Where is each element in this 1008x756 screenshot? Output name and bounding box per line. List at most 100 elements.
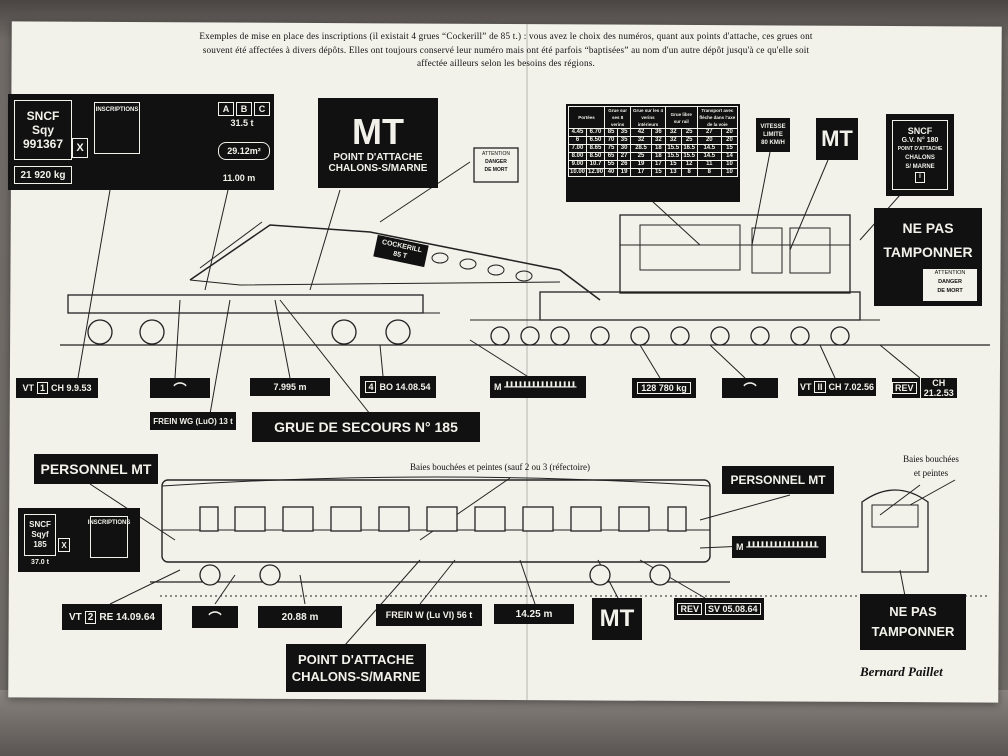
load-table-cell: 27 — [617, 152, 632, 161]
coach-dim2-label: 14.25 m — [494, 604, 574, 624]
load-table-cell: 19 — [617, 168, 632, 177]
baies-right-l1: Baies bouchées — [903, 454, 959, 464]
load-table-cell: 7.00 — [567, 144, 588, 153]
attention-small-l2: DANGER — [485, 159, 507, 165]
header-line-3: affectée ailleurs selon les besoins des … — [416, 58, 596, 68]
attention-right-l1: ATTENTION — [934, 270, 966, 276]
crane-dim: 7.995 m — [273, 382, 307, 392]
attention-right-l2: DANGER — [938, 279, 962, 285]
load-table-cell: 20 — [720, 128, 739, 137]
load-table-cell: 6 — [567, 136, 588, 145]
coupling-icon-crane-right: ⌒ — [722, 378, 778, 398]
load-table-cell: 8 — [680, 168, 698, 177]
load-table-cell: 15 — [664, 160, 682, 169]
coach-sncf: SNCF — [29, 520, 51, 529]
ne-pas-top-l1: NE PAS — [902, 220, 954, 236]
wagon-weight: 21 920 kg — [14, 166, 72, 184]
wagon-type: Sqy — [31, 123, 54, 137]
load-table-cell: 12 — [680, 160, 698, 169]
load-table-cell: 10 — [720, 168, 739, 177]
load-table-cell: 35 — [617, 128, 632, 137]
baies-center-caption: Baies bouchées et peintes (sauf 2 ou 3 (… — [410, 462, 590, 472]
attention-sign-right: ATTENTION DANGER DE MORT — [922, 268, 978, 302]
load-table-cell: 8.00 — [567, 152, 588, 161]
point-attache-bottom: POINT D'ATTACHE CHALONS-S/MARNE — [286, 644, 426, 692]
load-table-cell: 19 — [630, 160, 652, 169]
coach-vt-box: 2 — [84, 610, 97, 624]
ne-pas-bottom-l1: NE PAS — [889, 604, 937, 619]
vitesse-limite-sign: VITESSE LIMITE 80 KM/H — [756, 118, 790, 152]
coach-mt-label: MT — [592, 598, 642, 640]
load-table-cell: 35 — [617, 136, 632, 145]
load-table-cell: 17 — [651, 160, 666, 169]
sncf-gv-attache: POINT D'ATTACHE — [897, 146, 943, 152]
crane-m-label: M — [494, 382, 502, 392]
load-table-cell: 4.45 — [567, 128, 588, 137]
coach-dim2: 14.25 m — [515, 608, 553, 620]
coach-weight: 37.0 t — [24, 556, 56, 568]
load-table-cell: 14 — [720, 152, 739, 161]
load-table-cell: 6.50 — [586, 136, 606, 145]
crane-m-scale: M ┸┸┸┸┸┸┸┸┸┸┸┸┸┸┸┸ — [490, 376, 586, 398]
load-table-cell: 15.5 — [664, 144, 682, 153]
sncf-label: SNCF — [26, 109, 60, 123]
load-table-cell: 18 — [651, 144, 666, 153]
coach-vt-text: RE 14.09.64 — [99, 611, 155, 623]
load-table-cell: 65 — [604, 152, 619, 161]
attention-right-l3: DE MORT — [937, 288, 963, 294]
load-table-cell: 15.5 — [680, 152, 698, 161]
vitesse-l3: 80 KM/H — [761, 140, 785, 146]
load-table-cell: 75 — [604, 144, 619, 153]
load-table-header: Transport avec flèche dans l'axe de la v… — [696, 106, 739, 129]
signature: Bernard Paillet — [860, 664, 943, 679]
coach-m-scale: M ┸┸┸┸┸┸┸┸┸┸┸┸┸┸┸┸ — [732, 536, 826, 558]
header-text: Exemples de mise en place des inscriptio… — [56, 30, 956, 71]
coach-type: Sqyf — [31, 530, 49, 539]
ne-pas-bottom-l2: TAMPONNER — [871, 624, 955, 639]
point-bottom-l1: POINT D'ATTACHE — [298, 652, 414, 667]
load-table-cell: 20 — [696, 136, 722, 145]
crane-b0-box: 4 — [365, 381, 377, 393]
attention-small-l3: DE MORT — [484, 167, 508, 173]
coach-vt-label: VT 2 RE 14.09.64 — [62, 604, 162, 630]
coupling-icon-crane-left: ⌒ — [150, 378, 210, 398]
load-table-cell: 30 — [617, 144, 632, 153]
load-table-cell: 18 — [651, 152, 666, 161]
sncf-plate: SNCF Sqy 991367 — [14, 100, 72, 160]
sncf-gv-city2: S/ MARNE — [905, 164, 935, 170]
sncf-gv-digit: I — [915, 172, 925, 183]
load-table-cell: 8.65 — [586, 144, 606, 153]
crane-vt2-text: CH 7.02.56 — [828, 382, 875, 392]
load-table-cell: 85 — [604, 128, 619, 137]
crane-b0-label: 4 BO 14.08.54 — [360, 376, 436, 398]
coach-number: 185 — [33, 540, 47, 549]
ne-pas-top-l2: TAMPONNER — [883, 244, 973, 260]
coach-m-ticks: ┸┸┸┸┸┸┸┸┸┸┸┸┸┸┸┸ — [746, 541, 819, 552]
load-table-cell: 14.5 — [696, 144, 722, 153]
load-table-cell: 28.5 — [630, 144, 652, 153]
load-table-cell: 32 — [664, 128, 682, 137]
coach-m-label: M — [736, 542, 744, 552]
load-table-cell: 42 — [630, 128, 652, 137]
load-table-cell: 26 — [617, 160, 632, 169]
load-table-cell: 13 — [664, 168, 682, 177]
coach-inscriptions-box: INSCRIPTIONS — [88, 516, 130, 558]
load-table-cell: 10.7 — [586, 160, 606, 169]
coupling-icon-coach: ⌒ — [192, 606, 238, 628]
load-table-cell: 70 — [604, 136, 619, 145]
coach-rev-text: SV 05.08.64 — [704, 603, 761, 615]
load-table-cell: 14.5 — [696, 152, 722, 161]
header-line-2: souvent été affectées à divers dépôts. E… — [202, 44, 810, 55]
header-line-1: Exemples de mise en place des inscriptio… — [199, 31, 813, 41]
load-table-cell: 8 — [696, 168, 722, 177]
load-table-cell: 32 — [630, 136, 652, 145]
load-table-header: Grue sur les 4 verins intérieurs — [630, 106, 666, 129]
sncf-gv-plate: SNCF G.V. N° 180 POINT D'ATTACHE CHALONS… — [892, 120, 948, 190]
crane-mass-label: 128 780 kg — [632, 378, 696, 398]
attention-sign-small: ATTENTION DANGER DE MORT — [475, 150, 517, 180]
